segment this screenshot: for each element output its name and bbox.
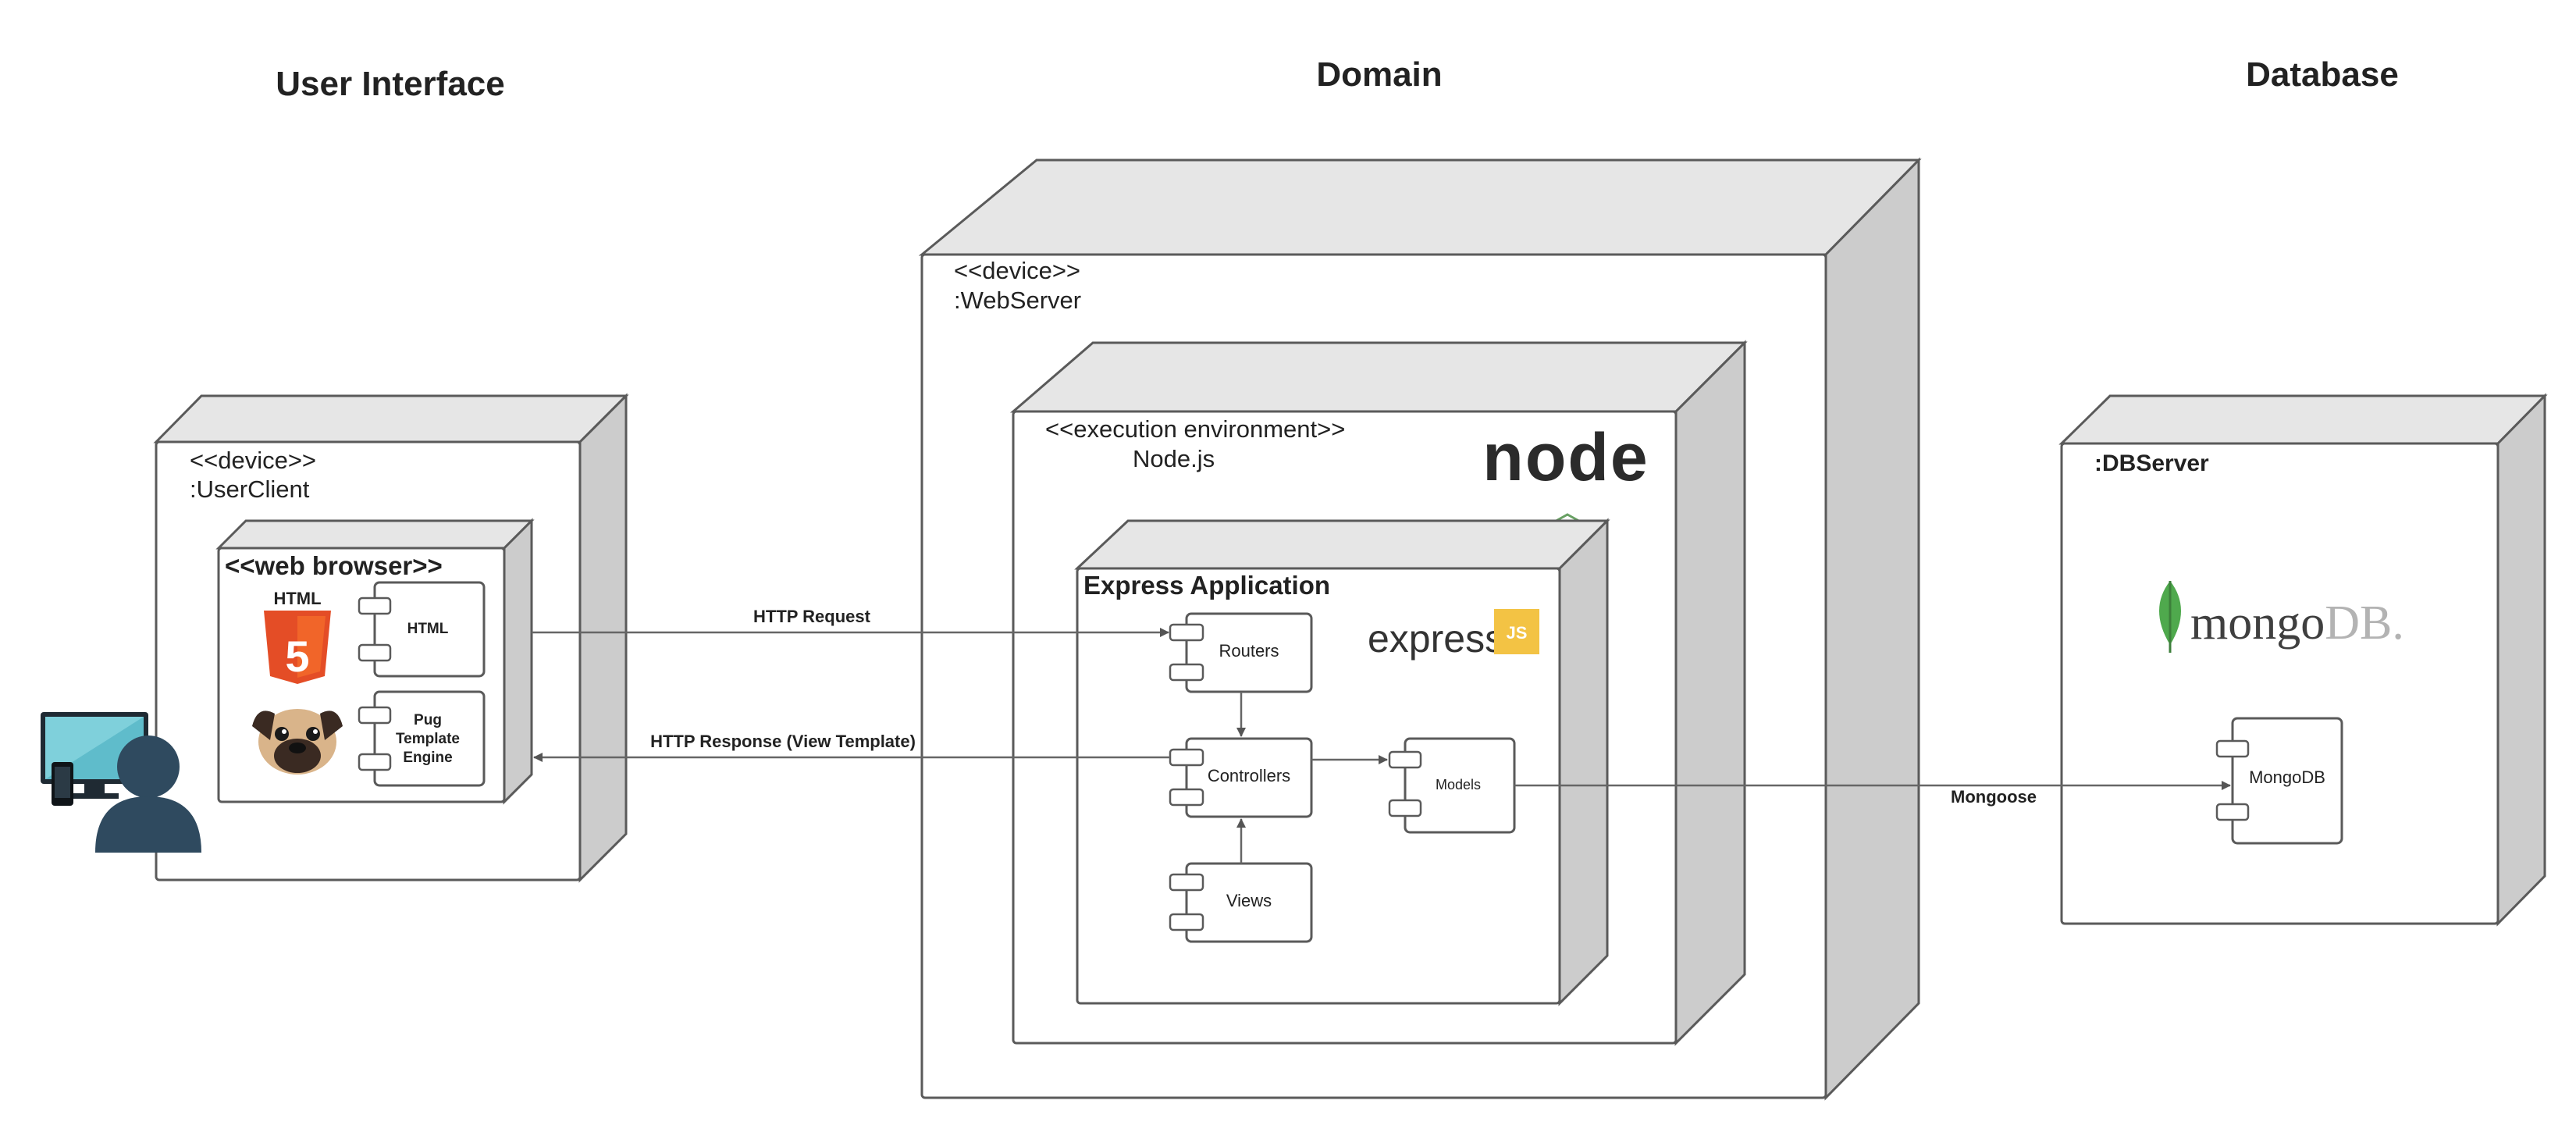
pug-label-line2: Template <box>396 731 460 747</box>
db-server-node: :DBServer <box>2058 393 2548 927</box>
http-request-connector: HTTP Request <box>532 607 1169 637</box>
express-application-label: Express Application <box>1083 571 1330 600</box>
routers-label: Routers <box>1219 641 1279 661</box>
models-component: Models <box>1388 737 1516 834</box>
db-server-name: :DBServer <box>2094 451 2209 476</box>
user-computer-icon <box>41 712 201 853</box>
environment-stereotype: <<execution environment>> <box>1045 415 1345 443</box>
database-header: Database <box>2246 55 2399 94</box>
mongodb-logo: mongoDB. <box>2159 581 2404 653</box>
html-component: HTML <box>358 581 486 678</box>
user-client-stereotype: <<device>> <box>190 447 316 474</box>
views-component: Views <box>1169 862 1313 943</box>
web-server-name: :WebServer <box>954 287 1081 314</box>
html5-logo: HTML 5 <box>264 589 331 684</box>
environment-name: Node.js <box>1133 445 1215 472</box>
web-server-stereotype: <<device>> <box>954 257 1080 284</box>
pug-label-line1: Pug <box>414 712 442 728</box>
pug-template-component: Pug Template Engine <box>358 690 486 787</box>
web-browser-label: <<web browser>> <box>225 551 443 580</box>
express-logo: express JS <box>1368 609 1539 661</box>
mongodb-component: MongoDB <box>2215 717 2343 845</box>
mongodb-logo-word: mongoDB. <box>2190 597 2404 650</box>
user-interface-header: User Interface <box>276 65 504 103</box>
http-request-label: HTTP Request <box>753 607 871 626</box>
mongoose-connector: Mongoose <box>1514 781 2231 807</box>
routers-component: Routers <box>1169 612 1313 693</box>
html-component-label: HTML <box>407 621 449 637</box>
html5-logo-text: HTML <box>273 589 321 608</box>
mongoose-label: Mongoose <box>1951 787 2037 807</box>
controllers-component: Controllers <box>1169 737 1313 818</box>
http-response-connector: HTTP Response (View Template) <box>533 732 1170 762</box>
domain-header: Domain <box>1316 55 1442 94</box>
express-application-node: Express Application <box>1074 518 1610 1006</box>
mongodb-component-label: MongoDB <box>2249 768 2325 787</box>
express-logo-badge: JS <box>1507 623 1528 643</box>
user-client-name: :UserClient <box>190 475 310 503</box>
views-label: Views <box>1226 891 1272 910</box>
express-logo-text: express <box>1368 617 1504 661</box>
html5-logo-digit: 5 <box>285 632 309 681</box>
pug-dog-logo <box>252 709 343 775</box>
pug-label-line3: Engine <box>403 750 452 766</box>
nodejs-logo-text: node <box>1482 420 1649 495</box>
models-label: Models <box>1436 777 1481 792</box>
controllers-label: Controllers <box>1208 766 1290 785</box>
http-response-label: HTTP Response (View Template) <box>650 732 916 751</box>
